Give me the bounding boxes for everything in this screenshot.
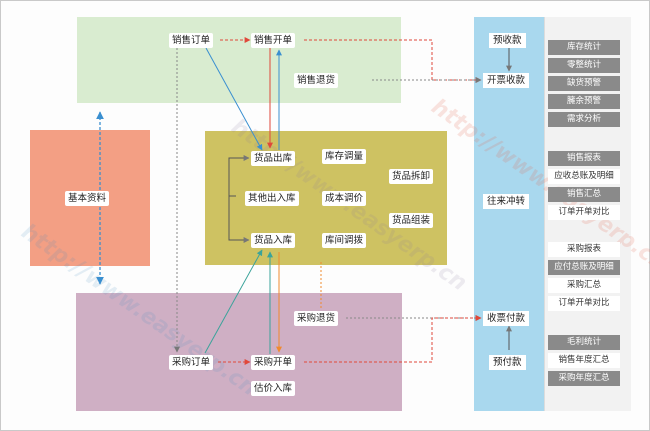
report-item[interactable]: 应付总账及明细 [548,260,620,275]
sales-invoice-node[interactable]: 销售开单 [251,33,296,48]
assemble-node[interactable]: 货品组装 [389,213,434,228]
invoice-receipt-node[interactable]: 开票收款 [483,73,530,88]
purchase-order-to-inbound [204,249,263,354]
transfer-node[interactable]: 库间调拨 [322,233,367,248]
other-io-to-outbound [228,155,250,197]
advance-payment-node[interactable]: 预付款 [489,355,526,370]
report-item[interactable]: 销售年度汇总 [548,353,620,368]
outbound-node[interactable]: 货品出库 [251,151,296,166]
inbound-node[interactable]: 货品入库 [251,233,296,248]
report-item[interactable]: 毛利统计 [548,335,620,350]
purchase-region [76,293,402,411]
purchase-order-node[interactable]: 采购订单 [169,355,214,370]
report-item[interactable]: 库存统计 [548,40,620,55]
purchase-return-node[interactable]: 采购退货 [294,311,339,326]
sales-order-node[interactable]: 销售订单 [169,33,214,48]
other-io-to-inbound [228,196,250,243]
report-item[interactable]: 应收总账及明细 [548,169,620,184]
report-item[interactable]: 需求分析 [548,112,620,127]
purchase-invoice-to-payment [304,315,482,363]
purchase-invoice-node[interactable]: 采购开单 [251,355,296,370]
report-item[interactable]: 销售汇总 [548,187,620,202]
report-item[interactable]: 销售报表 [548,151,620,166]
report-item[interactable]: 臃余预警 [548,94,620,109]
report-item[interactable]: 订单开单对比 [548,205,620,220]
report-item[interactable]: 采购年度汇总 [548,371,620,386]
report-item[interactable]: 采购报表 [548,242,620,257]
report-item[interactable]: 订单开单对比 [548,296,620,311]
advance-receipt-node[interactable]: 预收款 [489,33,526,48]
stock-adjust-node[interactable]: 库存调量 [322,149,367,164]
offset-node[interactable]: 往来冲转 [483,194,530,209]
report-item[interactable]: 缺货预警 [548,76,620,91]
sales-order-to-outbound [205,47,263,151]
disassemble-node[interactable]: 货品拆卸 [389,169,434,184]
sales-return-node[interactable]: 销售退货 [294,73,339,88]
report-item[interactable]: 采购汇总 [548,278,620,293]
other-io-node[interactable]: 其他出入库 [245,191,299,206]
payment-node[interactable]: 收票付款 [483,311,530,326]
base-data-node[interactable]: 基本资料 [65,191,110,206]
cost-adjust-node[interactable]: 成本调价 [322,191,367,206]
sales-region [77,17,401,103]
estimate-inbound-node[interactable]: 估价入库 [251,381,296,396]
report-item[interactable]: 零整统计 [548,58,620,73]
